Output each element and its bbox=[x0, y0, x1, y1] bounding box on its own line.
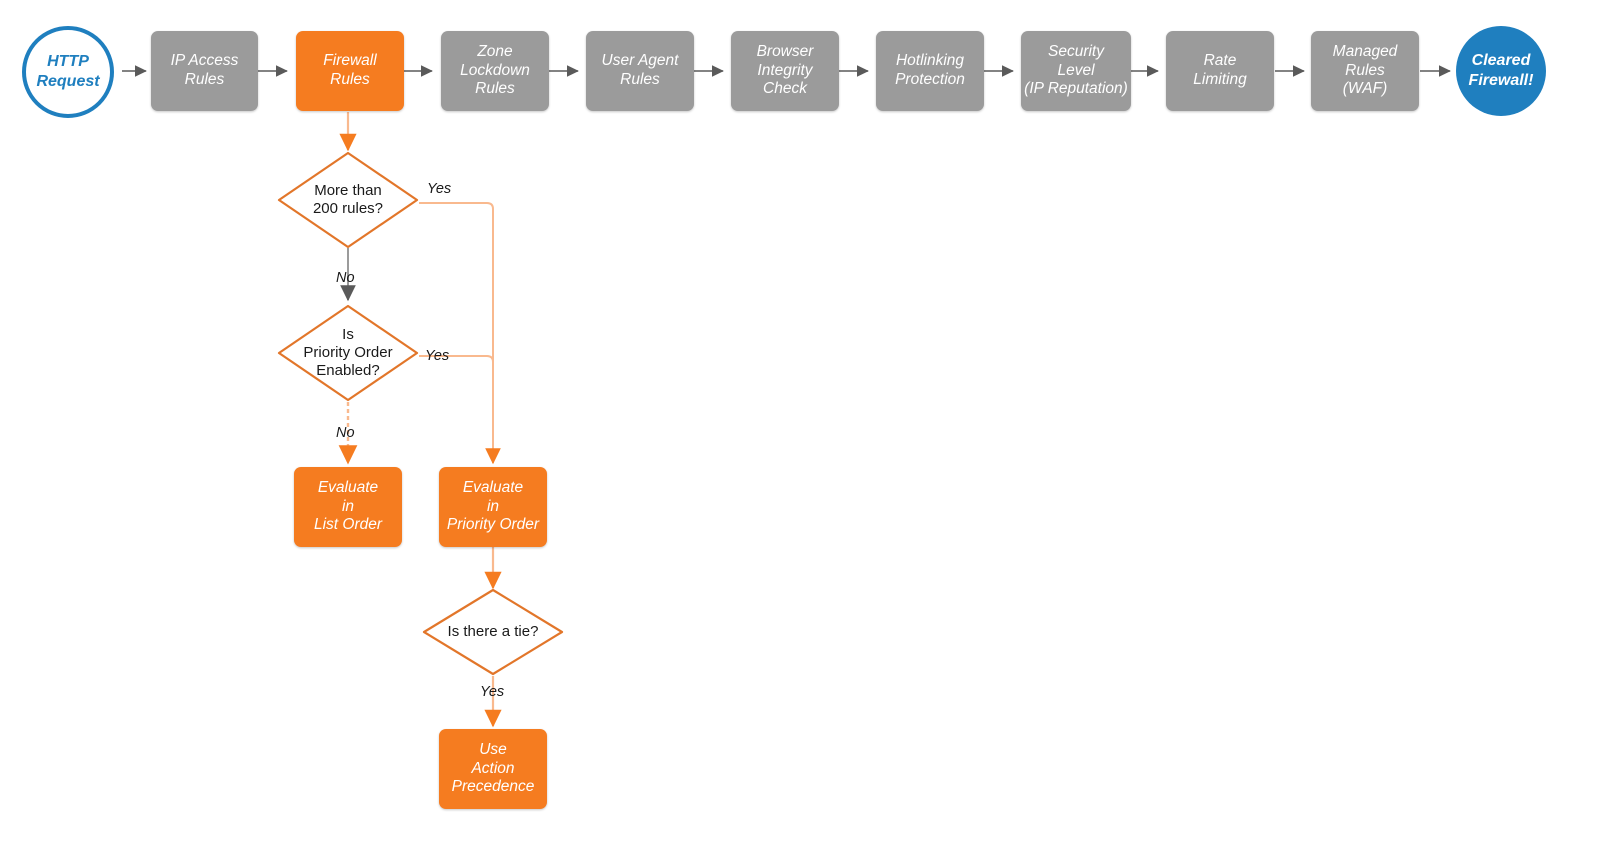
node-browser-integrity-check[interactable]: Browser Integrity Check bbox=[731, 31, 839, 111]
node-evaluate-in-priority-order[interactable]: Evaluate in Priority Order bbox=[439, 467, 547, 547]
node-firewall-rules[interactable]: Firewall Rules bbox=[296, 31, 404, 111]
node-cleared-firewall[interactable]: Cleared Firewall! bbox=[1456, 26, 1546, 116]
node-evaluate-in-list-order[interactable]: Evaluate in List Order bbox=[294, 467, 402, 547]
node-http-request[interactable]: HTTP Request bbox=[22, 26, 114, 118]
decision-is-there-a-tie[interactable]: Is there a tie? bbox=[422, 588, 564, 676]
node-use-action-precedence[interactable]: Use Action Precedence bbox=[439, 729, 547, 809]
node-rate-limiting[interactable]: Rate Limiting bbox=[1166, 31, 1274, 111]
edge-label-more-rules-no: No bbox=[336, 270, 355, 286]
decision-label: Is there a tie? bbox=[447, 623, 539, 640]
decision-more-than-200-rules[interactable]: More than 200 rules? bbox=[277, 151, 419, 249]
decision-label: Is Priority Order Enabled? bbox=[303, 326, 393, 379]
decision-is-priority-order-enabled[interactable]: Is Priority Order Enabled? bbox=[277, 304, 419, 402]
edge-decision1-yes bbox=[419, 202, 501, 465]
node-ip-access-rules[interactable]: IP Access Rules bbox=[151, 31, 258, 111]
node-hotlinking-protection[interactable]: Hotlinking Protection bbox=[876, 31, 984, 111]
node-user-agent-rules[interactable]: User Agent Rules bbox=[586, 31, 694, 111]
node-zone-lockdown-rules[interactable]: Zone Lockdown Rules bbox=[441, 31, 549, 111]
edge-label-priority-no: No bbox=[336, 425, 355, 441]
edge-label-priority-yes: Yes bbox=[425, 348, 450, 364]
edge-label-tie-yes: Yes bbox=[480, 684, 505, 700]
node-security-level[interactable]: Security Level (IP Reputation) bbox=[1021, 31, 1131, 111]
decision-label: More than 200 rules? bbox=[312, 182, 384, 217]
edge-label-more-rules-yes: Yes bbox=[427, 181, 452, 197]
node-managed-rules-waf[interactable]: Managed Rules (WAF) bbox=[1311, 31, 1419, 111]
